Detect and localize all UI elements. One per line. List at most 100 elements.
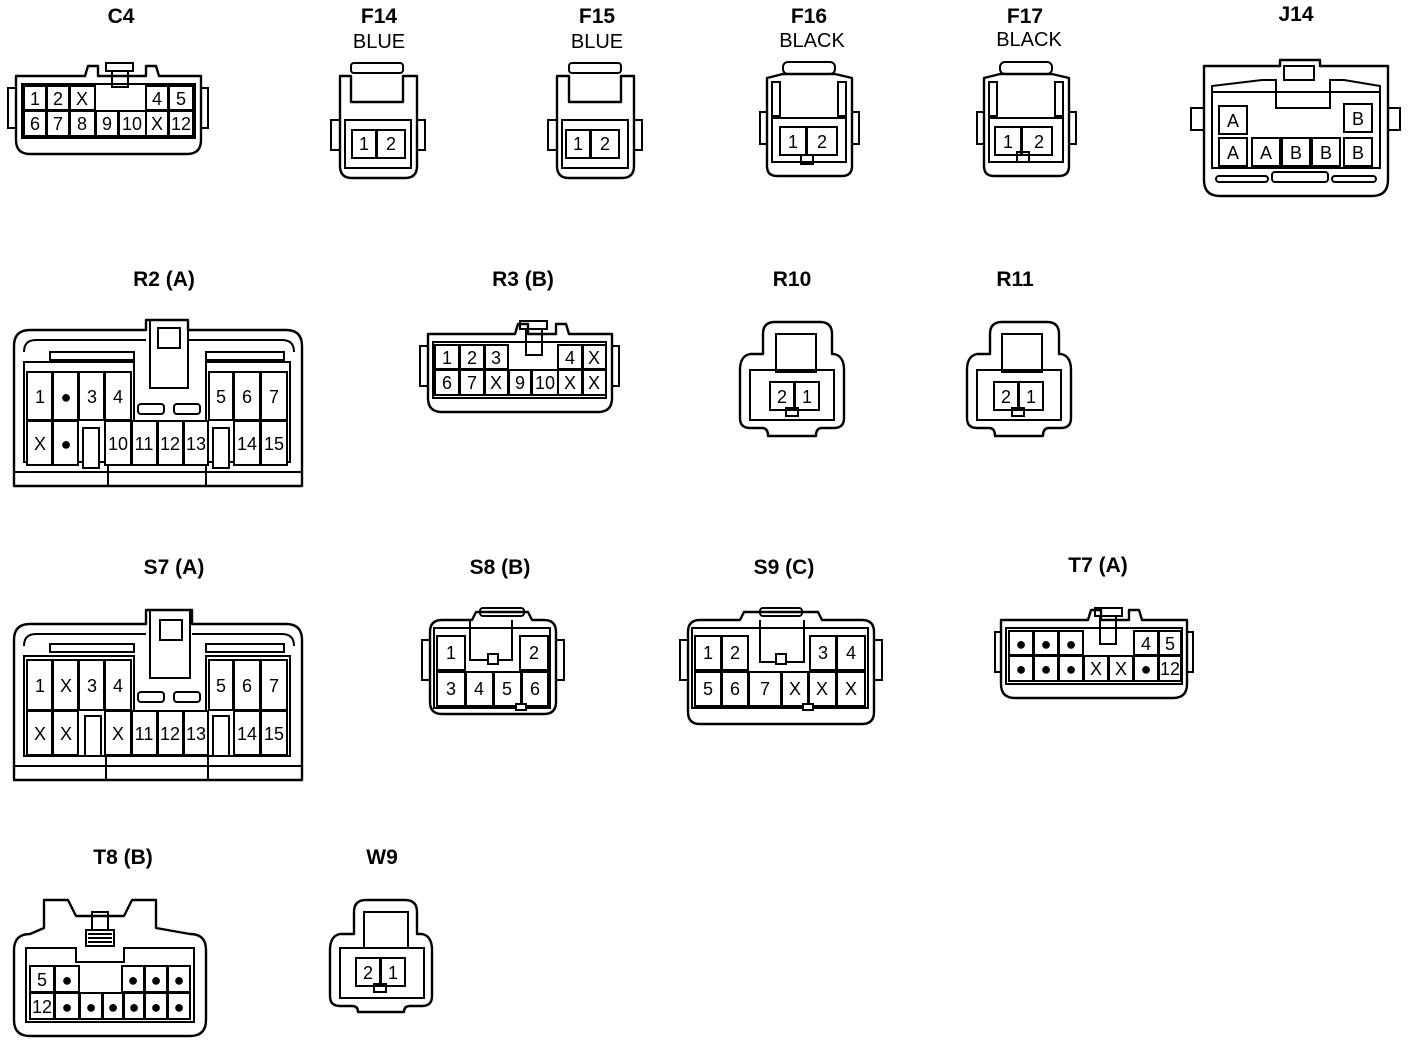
pin-label: 2	[1034, 132, 1044, 152]
connector-title: C4	[108, 5, 135, 28]
pin-cells	[23, 85, 194, 137]
pin-label: 10	[535, 373, 555, 393]
pin-label: 3	[491, 348, 501, 368]
pin-label: 12	[160, 724, 180, 744]
pin-label: ●	[151, 997, 162, 1017]
pin-cells	[26, 371, 288, 469]
pin-label: 1	[788, 132, 798, 152]
connector-color-label: BLUE	[571, 31, 623, 53]
connector-title: F14	[361, 5, 398, 28]
connector-title: J14	[1278, 3, 1313, 26]
pin-label: 12	[160, 434, 180, 454]
pin-label: 12	[171, 114, 191, 134]
connector-s7: S7 (A)	[12, 556, 304, 782]
connector-color-label: BLUE	[353, 31, 405, 53]
pin-label: ●	[1066, 659, 1077, 679]
pin-label: 15	[264, 724, 284, 744]
pin-label: ●	[1016, 634, 1027, 654]
pin-label: 5	[37, 970, 47, 990]
pin-label: 1	[35, 676, 45, 696]
pin-label: 6	[730, 679, 740, 699]
connector-title: R2 (A)	[133, 268, 195, 291]
pin-label: 9	[102, 114, 112, 134]
pin-label: ●	[62, 997, 73, 1017]
pin-label: X	[845, 679, 857, 699]
pin-label: 1	[442, 348, 452, 368]
connector-color-label: BLACK	[779, 30, 845, 52]
pin-label: ●	[174, 997, 185, 1017]
pin-label: X	[564, 373, 576, 393]
connector-t7: T7 (A) ● ● ● 4 5 ● ● ● X X ●	[994, 554, 1194, 700]
pin-label: 5	[502, 679, 512, 699]
pin-label: 1	[446, 643, 456, 663]
pin-label: 5	[216, 387, 226, 407]
connector-f16: F16 BLACK 1 2	[759, 5, 860, 178]
connector-title: R3 (B)	[492, 268, 554, 291]
pin-label: 2	[777, 387, 787, 407]
pin-label: 11	[135, 434, 154, 454]
pin-cells	[694, 635, 866, 711]
pin-label: 13	[186, 434, 206, 454]
pin-label: B	[1290, 143, 1302, 163]
pin-label: ●	[1041, 634, 1052, 654]
pin-label: 4	[474, 679, 484, 699]
pin-label: 4	[152, 89, 162, 109]
pin-label: 4	[565, 348, 575, 368]
pin-label: 6	[30, 114, 40, 134]
pin-label: ●	[62, 970, 73, 990]
pin-label: 7	[269, 387, 279, 407]
pin-label: 5	[176, 89, 186, 109]
pin-label: 2	[53, 89, 63, 109]
pin-label: 2	[529, 643, 539, 663]
connector-title: S8 (B)	[470, 556, 531, 579]
pin-label: X	[490, 373, 502, 393]
pin-label: 11	[135, 724, 154, 744]
pin-label: 4	[113, 387, 123, 407]
pin-label: 4	[113, 676, 123, 696]
pin-label: X	[60, 724, 72, 744]
connector-r11: R11 2 1	[965, 268, 1073, 438]
pin-label: 2	[363, 963, 373, 983]
pin-label: 13	[186, 724, 206, 744]
pin-label: B	[1352, 143, 1364, 163]
connector-r2: R2 (A)	[12, 268, 304, 488]
pin-label: 2	[467, 348, 477, 368]
connector-f15: F15 BLUE 1 2	[547, 5, 643, 180]
connector-f17: F17 BLACK 1 2	[976, 5, 1077, 178]
connector-f14: F14 BLUE 1 2	[330, 5, 426, 180]
pin-label: X	[588, 373, 600, 393]
pin-label: 7	[269, 676, 279, 696]
connector-title: F15	[579, 5, 616, 28]
pin-label: 7	[467, 373, 477, 393]
pin-label: 9	[515, 373, 525, 393]
pin-label: 3	[87, 387, 97, 407]
pin-cells	[434, 344, 607, 396]
connector-title: F17	[1007, 5, 1043, 28]
pin-label: 12	[1160, 659, 1180, 679]
pin-label: X	[1090, 659, 1102, 679]
connector-color-label: BLACK	[996, 29, 1062, 51]
pin-label: A	[1260, 143, 1272, 163]
pin-label: 12	[32, 997, 52, 1017]
pin-label: ●	[1041, 659, 1052, 679]
pin-label: 4	[1141, 634, 1151, 654]
pin-label: 1	[30, 89, 40, 109]
pin-label: 5	[1165, 634, 1175, 654]
pin-label: 3	[87, 676, 97, 696]
pin-label: ●	[129, 997, 140, 1017]
pin-label: X	[588, 348, 600, 368]
pin-label: X	[34, 724, 46, 744]
pin-label: X	[112, 724, 124, 744]
pin-label: X	[60, 676, 72, 696]
pin-label: 2	[386, 134, 396, 154]
connector-title: R10	[773, 268, 812, 291]
pin-label: 7	[53, 114, 63, 134]
connector-title: T8 (B)	[93, 846, 153, 869]
pin-label: 5	[216, 676, 226, 696]
pin-label: 2	[1001, 387, 1011, 407]
connector-j14: J14 A B A A B B B	[1190, 3, 1401, 198]
pin-label: 10	[108, 434, 128, 454]
connector-title: T7 (A)	[1068, 554, 1128, 577]
pin-label: 3	[818, 643, 828, 663]
